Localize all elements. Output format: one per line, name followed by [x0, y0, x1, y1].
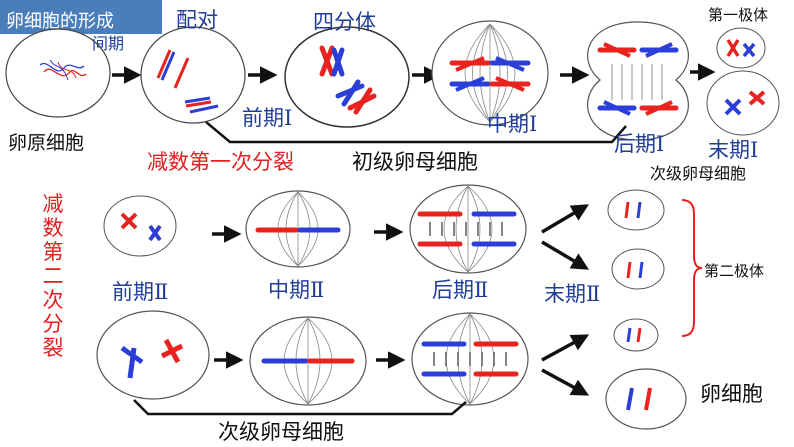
primary-oocyte-bracket	[205, 121, 627, 144]
secondary-oocyte-bracket	[133, 399, 467, 416]
label-secondary-oocyte-bottom: 次级卵母细胞	[218, 420, 344, 444]
title-banner: 卵细胞的形成	[0, 0, 162, 34]
label-second-polar-body: 第二极体	[704, 262, 765, 280]
prophase2-cell-bottom	[96, 310, 210, 400]
telophase1-cell	[706, 70, 780, 136]
label-pairing: 配对	[176, 8, 218, 32]
arrow-11a	[541, 334, 590, 362]
label-meiosis2: 减数第二次分裂	[42, 192, 64, 360]
second-polar-body-brace	[681, 199, 703, 337]
anaphase2-cell-bottom	[411, 312, 529, 406]
oogonium-cell	[5, 28, 111, 118]
first-polar-body-cell	[716, 27, 766, 69]
diagram-title: 卵细胞的形成	[6, 11, 114, 32]
label-prophase1: 前期Ⅰ	[242, 106, 293, 130]
egg-cell	[605, 368, 687, 430]
arrow-8b	[541, 240, 590, 270]
label-secondary-oocyte-top: 次级卵母细胞	[650, 164, 747, 183]
second-polar-body-2	[611, 248, 665, 290]
second-polar-body-3	[613, 318, 659, 352]
label-metaphase2: 中期Ⅱ	[268, 278, 325, 302]
pairing-cell	[140, 26, 246, 124]
label-first-polar-body: 第一极体	[708, 6, 769, 24]
label-egg: 卵细胞	[700, 382, 763, 406]
label-meiosis1: 减数第一次分裂	[147, 150, 294, 174]
metaphase2-cell-top	[245, 190, 351, 268]
arrow-11b	[541, 368, 590, 396]
label-primary-oocyte: 初级卵母细胞	[352, 150, 478, 174]
tetrad-cell	[284, 26, 410, 128]
label-prophase2: 前期Ⅱ	[112, 280, 169, 304]
arrow-8a	[541, 204, 590, 234]
metaphase1-cell	[431, 20, 549, 126]
label-tetrad: 四分体	[313, 10, 376, 34]
anaphase1-cell	[587, 21, 689, 141]
label-anaphase2: 后期Ⅱ	[432, 278, 489, 302]
label-interphase: 间期	[92, 34, 125, 53]
label-oogonium: 卵原细胞	[8, 132, 85, 154]
label-anaphase1: 后期Ⅰ	[614, 132, 665, 156]
anaphase2-cell-top	[409, 184, 527, 274]
label-telophase1: 末期Ⅰ	[708, 138, 759, 162]
prophase2-cell-top	[103, 195, 177, 257]
label-metaphase1: 中期Ⅰ	[487, 112, 538, 136]
metaphase2-cell-bottom	[249, 316, 367, 406]
second-polar-body-1	[607, 189, 665, 231]
label-telophase2: 末期Ⅱ	[544, 282, 601, 306]
